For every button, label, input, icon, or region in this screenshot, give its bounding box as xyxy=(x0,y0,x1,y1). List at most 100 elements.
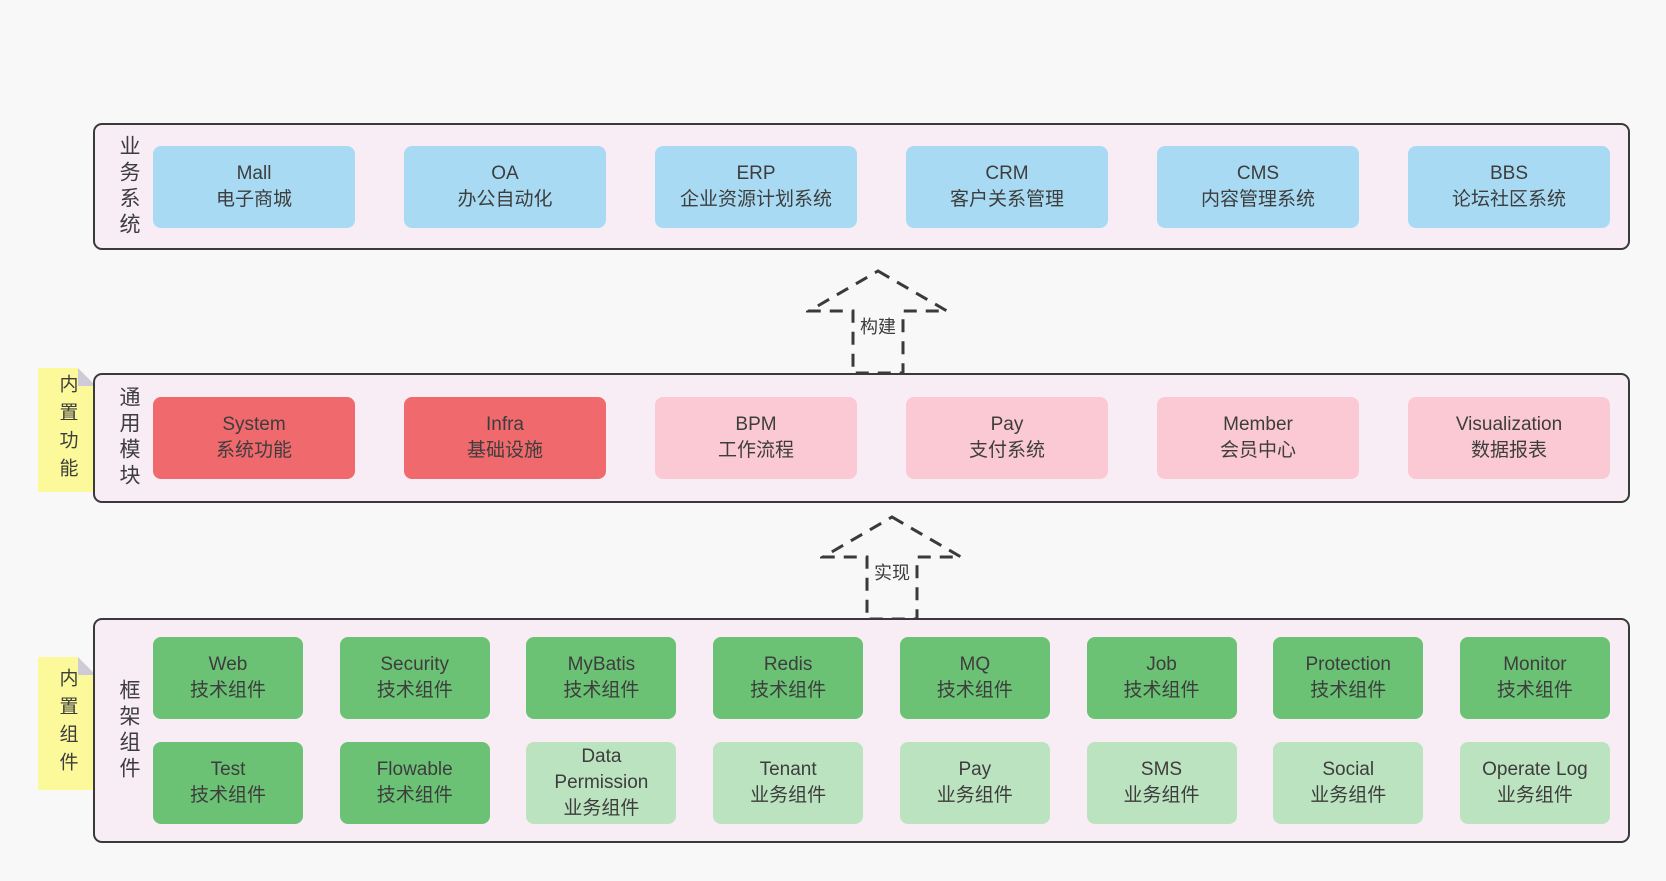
box-protection-en: Protection xyxy=(1305,654,1391,675)
note-built-in-components: 内置组件 xyxy=(38,657,96,790)
framework-components-label: 框架组件 xyxy=(117,678,140,783)
box-pay-component-en: Pay xyxy=(958,759,992,780)
common-modules-boxes: System 系统功能 Infra 基础设施 BPM 工作流程 Pay 支付系统… xyxy=(153,397,1610,479)
box-mall: Mall 电子商城 xyxy=(153,145,355,228)
box-oa-zh: 办公自动化 xyxy=(457,188,553,210)
box-social: Social 业务组件 xyxy=(1273,742,1424,824)
box-data-permission: Data Permission 业务组件 xyxy=(526,742,677,824)
box-mq: MQ 技术组件 xyxy=(899,637,1050,719)
box-protection-zh: 技术组件 xyxy=(1310,680,1387,701)
box-security-zh: 技术组件 xyxy=(376,680,453,701)
business-systems-boxes: Mall 电子商城 OA 办公自动化 ERP 企业资源计划系统 CRM 客户关系… xyxy=(153,145,1610,228)
box-member-en: Member xyxy=(1223,414,1293,435)
box-visualization-zh: 数据报表 xyxy=(1470,440,1547,461)
box-erp-zh: 企业资源计划系统 xyxy=(679,188,832,210)
box-security-en: Security xyxy=(380,654,450,675)
box-bbs: BBS 论坛社区系统 xyxy=(1408,145,1610,228)
box-mall-zh: 电子商城 xyxy=(215,188,292,210)
box-redis-zh: 技术组件 xyxy=(750,680,827,701)
note-built-in-features-label: 内置功能 xyxy=(56,374,78,486)
box-tenant: Tenant 业务组件 xyxy=(713,742,864,824)
box-test: Test 技术组件 xyxy=(153,742,303,824)
box-mall-en: Mall xyxy=(236,162,272,184)
box-test-zh: 技术组件 xyxy=(189,785,266,806)
box-job: Job 技术组件 xyxy=(1086,637,1237,719)
box-cms: CMS 内容管理系统 xyxy=(1157,145,1359,228)
box-bpm: BPM 工作流程 xyxy=(655,397,857,479)
box-oa-en: OA xyxy=(491,162,519,184)
box-monitor-en: Monitor xyxy=(1503,654,1567,675)
box-erp: ERP 企业资源计划系统 xyxy=(655,145,857,228)
box-sms: SMS 业务组件 xyxy=(1086,742,1237,824)
framework-components-row-1: Web 技术组件 Security 技术组件 MyBatis 技术组件 Redi… xyxy=(153,637,1610,719)
box-redis: Redis 技术组件 xyxy=(713,637,864,719)
box-flowable: Flowable 技术组件 xyxy=(339,742,490,824)
box-social-zh: 业务组件 xyxy=(1310,785,1387,806)
box-job-zh: 技术组件 xyxy=(1123,680,1200,701)
box-mq-zh: 技术组件 xyxy=(936,680,1013,701)
build-arrow: 构建 xyxy=(806,268,950,376)
common-modules-panel: 通用模块 System 系统功能 Infra 基础设施 BPM 工作流程 Pay… xyxy=(93,373,1630,503)
box-member: Member 会员中心 xyxy=(1157,397,1359,479)
box-infra-zh: 基础设施 xyxy=(466,440,543,461)
box-sms-zh: 业务组件 xyxy=(1123,785,1200,806)
box-crm-zh: 客户关系管理 xyxy=(949,188,1064,210)
box-mybatis: MyBatis 技术组件 xyxy=(526,637,677,719)
box-infra-en: Infra xyxy=(485,414,525,435)
note-built-in-components-label: 内置组件 xyxy=(56,667,78,780)
box-web: Web 技术组件 xyxy=(153,637,303,719)
box-pay-zh: 支付系统 xyxy=(968,440,1045,461)
box-infra: Infra 基础设施 xyxy=(404,397,606,479)
box-crm: CRM 客户关系管理 xyxy=(906,145,1108,228)
box-erp-en: ERP xyxy=(736,162,776,184)
box-web-en: Web xyxy=(208,654,248,675)
box-visualization-en: Visualization xyxy=(1455,414,1563,435)
box-pay-component-zh: 业务组件 xyxy=(936,785,1013,806)
box-pay: Pay 支付系统 xyxy=(906,397,1108,479)
box-data-permission-en: Data Permission xyxy=(554,746,649,793)
implement-arrow: 实现 xyxy=(820,514,964,622)
box-system-zh: 系统功能 xyxy=(215,440,292,461)
box-cms-zh: 内容管理系统 xyxy=(1200,188,1315,210)
box-mybatis-zh: 技术组件 xyxy=(563,680,640,701)
box-sms-en: SMS xyxy=(1140,759,1183,780)
box-bbs-zh: 论坛社区系统 xyxy=(1451,188,1566,210)
box-operate-log-en: Operate Log xyxy=(1482,759,1588,780)
box-member-zh: 会员中心 xyxy=(1219,440,1296,461)
box-pay-component: Pay 业务组件 xyxy=(899,742,1050,824)
box-flowable-zh: 技术组件 xyxy=(376,785,453,806)
note-built-in-features: 内置功能 xyxy=(38,368,96,492)
business-systems-label: 业务系统 xyxy=(117,134,140,239)
box-operate-log: Operate Log 业务组件 xyxy=(1459,742,1610,824)
box-redis-en: Redis xyxy=(763,654,813,675)
common-modules-label: 通用模块 xyxy=(117,386,140,490)
box-web-zh: 技术组件 xyxy=(189,680,266,701)
box-social-en: Social xyxy=(1322,759,1375,780)
box-data-permission-zh: 业务组件 xyxy=(563,798,640,819)
box-mybatis-en: MyBatis xyxy=(567,654,636,675)
box-system: System 系统功能 xyxy=(153,397,355,479)
framework-components-panel: 框架组件 Web 技术组件 Security 技术组件 MyBatis 技术组件… xyxy=(93,618,1630,843)
build-arrow-label: 构建 xyxy=(858,313,898,339)
box-test-en: Test xyxy=(210,759,246,780)
box-bpm-en: BPM xyxy=(735,414,777,435)
box-crm-en: CRM xyxy=(985,162,1029,184)
framework-components-boxes: Web 技术组件 Security 技术组件 MyBatis 技术组件 Redi… xyxy=(153,637,1610,824)
box-oa: OA 办公自动化 xyxy=(404,145,606,228)
implement-arrow-label: 实现 xyxy=(872,559,912,585)
box-cms-en: CMS xyxy=(1236,162,1280,184)
box-security: Security 技术组件 xyxy=(339,637,490,719)
box-tenant-zh: 业务组件 xyxy=(750,785,827,806)
framework-components-row-2: Test 技术组件 Flowable 技术组件 Data Permission … xyxy=(153,742,1610,824)
box-protection: Protection 技术组件 xyxy=(1273,637,1424,719)
box-flowable-en: Flowable xyxy=(376,759,453,780)
box-monitor: Monitor 技术组件 xyxy=(1459,637,1610,719)
box-operate-log-zh: 业务组件 xyxy=(1496,785,1573,806)
box-monitor-zh: 技术组件 xyxy=(1496,680,1573,701)
box-bpm-zh: 工作流程 xyxy=(717,440,794,461)
business-systems-panel: 业务系统 Mall 电子商城 OA 办公自动化 ERP 企业资源计划系统 CRM… xyxy=(93,123,1630,250)
box-bbs-en: BBS xyxy=(1489,162,1529,184)
box-visualization: Visualization 数据报表 xyxy=(1408,397,1610,479)
box-job-en: Job xyxy=(1146,654,1177,675)
box-pay-en: Pay xyxy=(990,414,1024,435)
